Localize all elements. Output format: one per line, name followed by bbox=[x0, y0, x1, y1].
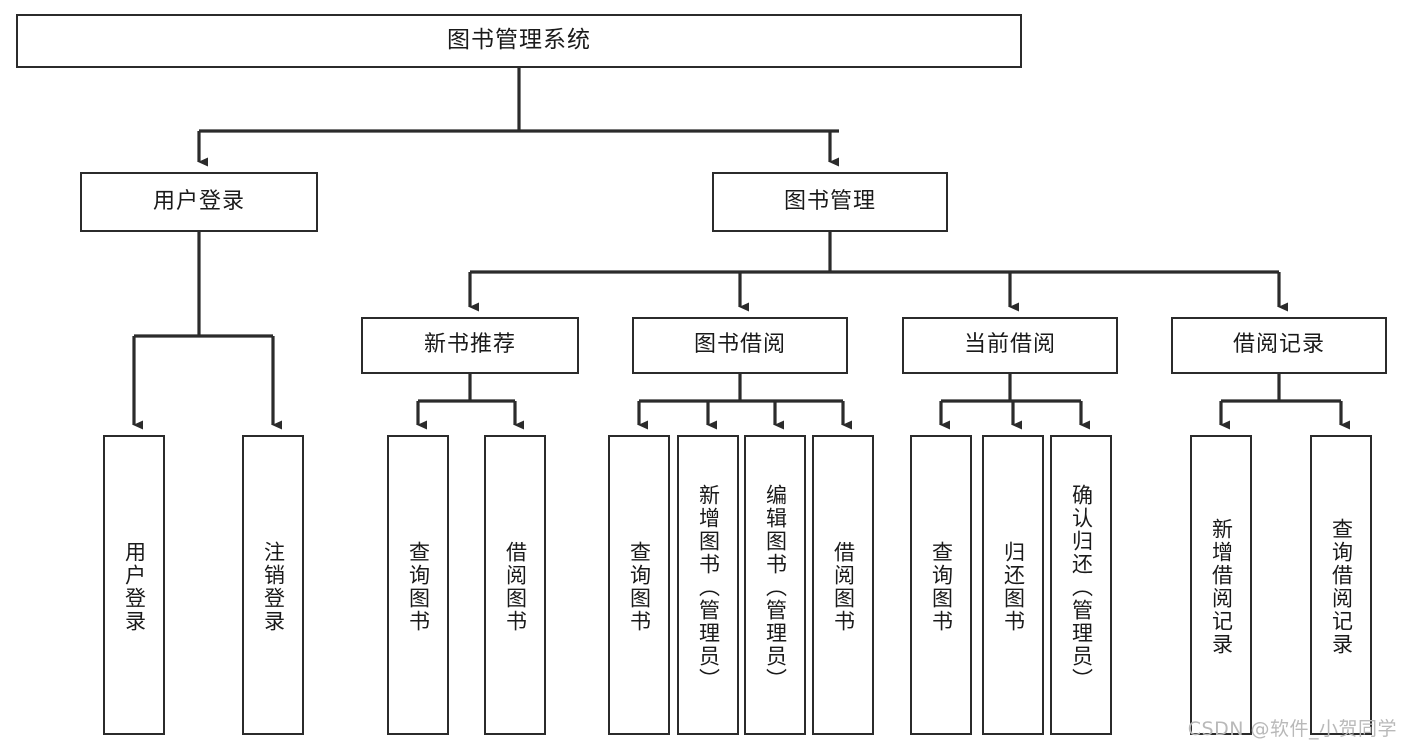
node-label: 用户登录 bbox=[122, 541, 147, 633]
node-label: 新书推荐 bbox=[423, 332, 516, 358]
leaf-borrow-book-new-rec[interactable]: 借阅图书 bbox=[484, 435, 546, 735]
node-new-book-recommendation[interactable]: 新书推荐 bbox=[361, 317, 579, 374]
leaf-add-book-admin[interactable]: 新增图书（管理员） bbox=[677, 435, 739, 735]
node-label: 借阅图书 bbox=[831, 541, 856, 633]
leaf-confirm-return-admin[interactable]: 确认归还（管理员） bbox=[1050, 435, 1112, 735]
node-book-management[interactable]: 图书管理 bbox=[712, 172, 948, 232]
leaf-borrow-book-borrowing[interactable]: 借阅图书 bbox=[812, 435, 874, 735]
leaf-query-book-borrowing[interactable]: 查询图书 bbox=[608, 435, 670, 735]
node-label: 新增借阅记录 bbox=[1209, 518, 1234, 656]
node-label: 新增图书（管理员） bbox=[696, 483, 721, 691]
leaf-return-book[interactable]: 归还图书 bbox=[982, 435, 1044, 735]
node-label: 查询图书 bbox=[627, 541, 652, 633]
leaf-query-borrow-record[interactable]: 查询借阅记录 bbox=[1310, 435, 1372, 735]
node-label: 归还图书 bbox=[1001, 541, 1026, 633]
node-borrowing-record[interactable]: 借阅记录 bbox=[1171, 317, 1387, 374]
node-book-management-system[interactable]: 图书管理系统 bbox=[16, 14, 1022, 68]
node-label: 查询图书 bbox=[406, 541, 431, 633]
leaf-query-book-new-rec[interactable]: 查询图书 bbox=[387, 435, 449, 735]
node-label: 图书管理 bbox=[783, 188, 876, 214]
node-label: 当前借阅 bbox=[963, 332, 1056, 358]
leaf-add-borrow-record[interactable]: 新增借阅记录 bbox=[1190, 435, 1252, 735]
node-label: 确认归还（管理员） bbox=[1069, 483, 1094, 691]
node-label: 查询图书 bbox=[929, 541, 954, 633]
node-label: 图书管理系统 bbox=[447, 27, 591, 54]
node-user-login[interactable]: 用户登录 bbox=[80, 172, 318, 232]
watermark: CSDN @软件_小贺同学 bbox=[1187, 718, 1397, 740]
node-label: 借阅记录 bbox=[1232, 332, 1325, 358]
node-label: 查询借阅记录 bbox=[1329, 518, 1354, 656]
node-current-borrowing[interactable]: 当前借阅 bbox=[902, 317, 1118, 374]
leaf-edit-book-admin[interactable]: 编辑图书（管理员） bbox=[744, 435, 806, 735]
node-label: 注销登录 bbox=[261, 541, 286, 633]
node-label: 借阅图书 bbox=[503, 541, 528, 633]
leaf-user-login[interactable]: 用户登录 bbox=[103, 435, 165, 735]
leaf-logout[interactable]: 注销登录 bbox=[242, 435, 304, 735]
node-book-borrowing[interactable]: 图书借阅 bbox=[632, 317, 848, 374]
leaf-query-book-current[interactable]: 查询图书 bbox=[910, 435, 972, 735]
node-label: 编辑图书（管理员） bbox=[763, 483, 788, 691]
node-label: 图书借阅 bbox=[693, 332, 786, 358]
node-label: 用户登录 bbox=[152, 188, 245, 214]
